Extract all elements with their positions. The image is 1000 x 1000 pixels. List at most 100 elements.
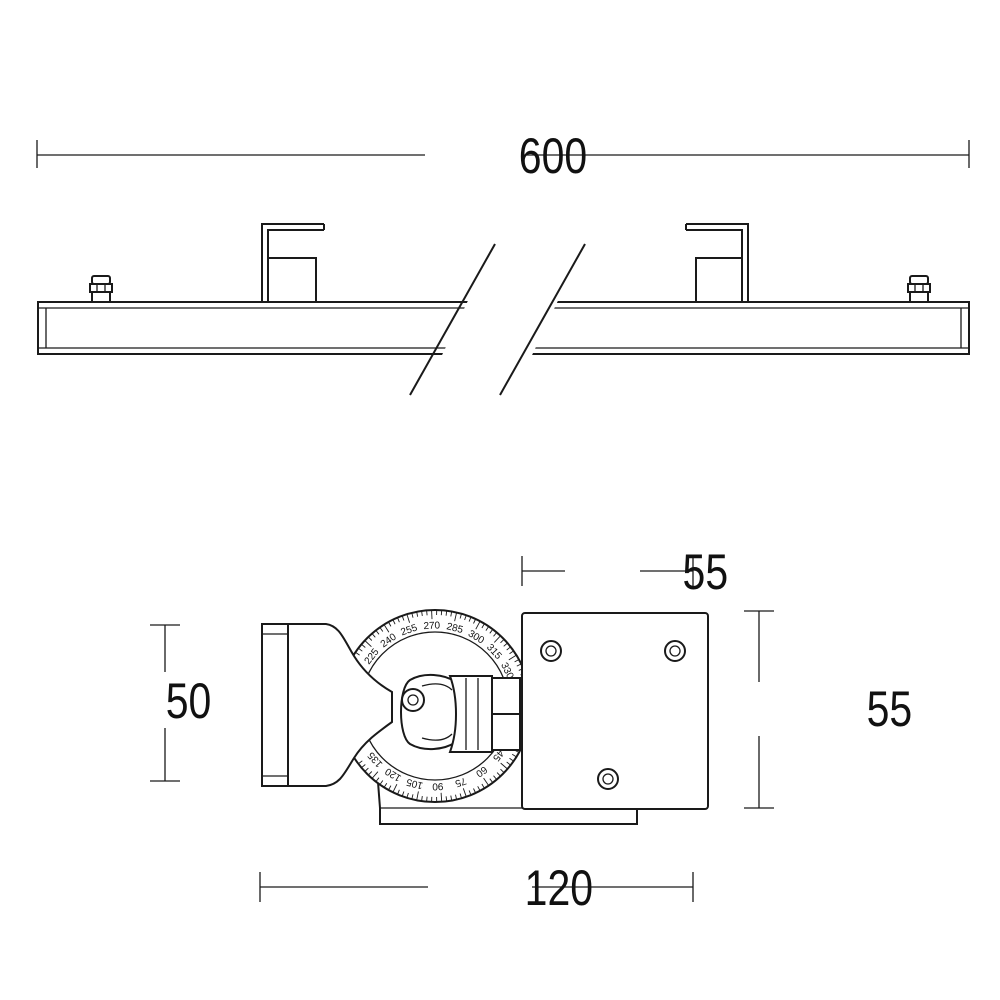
mount-height-dimension: 55	[744, 610, 913, 809]
mounting-block	[521, 612, 709, 810]
dial-tick	[426, 610, 428, 616]
dial-tick	[455, 794, 458, 800]
mounting-bracket-right	[685, 223, 749, 303]
dial-tick	[462, 788, 467, 797]
total-depth-label: 120	[525, 860, 593, 916]
screw-bottom	[597, 768, 619, 790]
total-depth-dimension: 120	[259, 860, 694, 916]
dial-tick	[459, 613, 462, 619]
lamp-head	[261, 623, 393, 787]
dial-tick	[500, 638, 505, 644]
dial-tick	[392, 784, 398, 793]
length-dimension: 600	[36, 128, 970, 184]
dial-tick	[493, 632, 498, 637]
dial-tick	[459, 793, 462, 799]
length-break	[409, 243, 586, 396]
screw-top-right	[664, 640, 686, 662]
dial-tick	[367, 771, 373, 776]
dial-tick	[481, 623, 485, 629]
dial-tick	[397, 789, 400, 795]
dial-tick	[401, 791, 405, 797]
dial-tick	[379, 780, 384, 785]
dial-tick	[375, 630, 380, 635]
length-label: 600	[519, 128, 587, 184]
dial-tick	[454, 612, 458, 622]
dial-tick	[475, 620, 481, 630]
dial-tick	[375, 777, 380, 782]
dial-tick	[464, 615, 467, 621]
dial-tick	[468, 790, 472, 796]
dial-tick	[509, 650, 514, 655]
dial-tick	[445, 796, 448, 802]
dial-tick	[473, 618, 477, 624]
mounting-bracket-left	[261, 223, 325, 303]
dial-tick	[401, 615, 405, 621]
dial-tick	[468, 616, 472, 622]
head-height-label: 50	[166, 673, 212, 729]
dial-tick	[364, 767, 369, 772]
pivot-knuckle	[400, 674, 521, 753]
mount-width-dimension: 55	[521, 544, 729, 600]
dial-tick	[445, 610, 448, 616]
dial-tick	[473, 788, 477, 794]
dial-tick	[450, 611, 453, 617]
dial-tick	[511, 753, 517, 758]
cable-gland-right	[907, 275, 931, 303]
dial-tick	[500, 762, 508, 770]
dial-tick	[506, 761, 511, 766]
dial-tick	[371, 633, 376, 638]
screw-top-left	[540, 640, 562, 662]
dial-label-upper-2: 255	[399, 622, 419, 638]
dial-label-lower-4: 75	[453, 775, 467, 789]
dial-tick	[421, 610, 423, 616]
dial-tick	[440, 792, 443, 802]
dial-tick	[383, 782, 388, 788]
dial-tick	[500, 768, 505, 774]
dial-label-lower-2: 105	[405, 776, 424, 791]
dial-tick	[355, 651, 360, 656]
dial-tick	[411, 794, 414, 800]
dial-tick	[383, 624, 390, 633]
dial-tick	[493, 635, 501, 643]
dial-tick	[358, 760, 363, 765]
mount-height-label: 55	[867, 681, 913, 737]
dial-tick	[406, 614, 411, 623]
dial-tick	[411, 612, 414, 618]
dial-tick	[450, 795, 453, 801]
dial-tick	[483, 777, 490, 786]
dial-tick	[421, 796, 423, 802]
dial-tick	[426, 796, 428, 802]
dial-tick	[388, 785, 392, 791]
dial-tick	[508, 654, 517, 661]
dial-tick	[379, 627, 384, 632]
dial-tick	[364, 640, 372, 648]
dial-label-upper-4: 285	[445, 621, 464, 636]
dial-label-upper-3: 270	[423, 620, 441, 632]
dial-label-lower-3: 90	[432, 780, 444, 791]
dial-tick	[516, 663, 522, 667]
dial-tick	[506, 646, 511, 651]
dial-tick	[367, 636, 373, 641]
dial-tick	[477, 786, 481, 792]
dial-tick	[392, 619, 396, 625]
dial-tick	[361, 643, 366, 648]
dial-tick	[481, 783, 485, 789]
dial-tick	[358, 647, 363, 652]
dial-tick	[397, 617, 400, 623]
dial-tick	[416, 791, 419, 801]
dial-tick	[406, 792, 409, 798]
dial-tick	[361, 764, 366, 769]
dial-tick	[489, 778, 494, 783]
dial-tick	[485, 626, 490, 631]
dial-tick	[514, 659, 520, 663]
dial-tick	[503, 642, 508, 647]
mount-width-label: 55	[683, 544, 729, 600]
head-height-dimension: 50	[150, 624, 212, 782]
dial-tick	[489, 629, 494, 634]
dial-tick	[509, 757, 514, 762]
cable-gland-left	[89, 275, 113, 303]
dial-tick	[416, 611, 419, 617]
dial-tick	[388, 621, 392, 627]
dial-tick	[493, 775, 498, 780]
